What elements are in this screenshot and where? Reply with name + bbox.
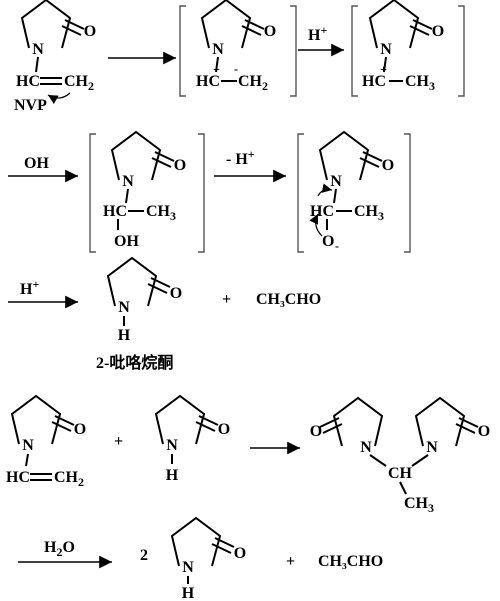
reagent-h-plus-2: H+: [20, 277, 39, 298]
nvp-label: NVP: [14, 97, 47, 114]
svg-text:O: O: [478, 423, 490, 440]
svg-text:+: +: [213, 62, 220, 76]
atom-o: O: [84, 23, 96, 40]
svg-text:O: O: [310, 423, 322, 440]
svg-text:HC: HC: [103, 203, 127, 220]
svg-text:HC: HC: [6, 469, 30, 486]
svg-text:OH: OH: [114, 233, 139, 250]
pyrrolidone-reactant: N O H: [155, 395, 230, 484]
svg-text:CH: CH: [388, 465, 413, 482]
reagent-water: H2O: [44, 539, 75, 559]
svg-text:N: N: [182, 559, 194, 576]
alkoxide-intermediate: N O HC CH3 O -: [309, 131, 394, 253]
svg-text:HC: HC: [196, 73, 220, 90]
svg-text:CH2: CH2: [54, 469, 84, 489]
reagent-oh: OH: [24, 155, 49, 172]
svg-text:N: N: [330, 173, 342, 190]
plus-sign-2: +: [114, 433, 123, 450]
svg-text:N: N: [122, 173, 134, 190]
svg-text:CH3: CH3: [404, 495, 434, 515]
svg-text:H: H: [118, 327, 131, 344]
svg-text:HC: HC: [362, 73, 386, 90]
svg-text:N: N: [166, 437, 178, 454]
atom-ch2: CH2: [64, 73, 94, 93]
svg-text:O: O: [74, 421, 86, 438]
svg-text:H: H: [182, 585, 195, 601]
reagent-h-plus: H+: [308, 23, 327, 44]
svg-text:-: -: [335, 239, 339, 253]
svg-text:CH3: CH3: [354, 203, 384, 223]
svg-text:N: N: [380, 41, 392, 58]
plus-sign: +: [222, 291, 231, 308]
svg-text:CH2: CH2: [238, 73, 268, 93]
plus-sign-3: +: [286, 553, 295, 570]
svg-text:N: N: [426, 439, 438, 456]
svg-text:N: N: [118, 299, 130, 316]
nvp-molecule: N O HC CH2 NVP: [14, 0, 96, 114]
pyrrolidone-final: N O H: [171, 517, 246, 601]
svg-text:H: H: [166, 467, 179, 484]
atom-hc: HC: [16, 73, 40, 90]
svg-text:O: O: [174, 157, 186, 174]
svg-text:-: -: [234, 62, 238, 76]
bis-pyrrolidone-product: N O N O CH CH3: [310, 397, 490, 515]
acetaldehyde-label-2: CH₃CHO: [318, 553, 383, 570]
acetaldehyde-label: CH₃CHO: [256, 291, 321, 308]
svg-text:N: N: [212, 41, 224, 58]
svg-text:N: N: [22, 437, 34, 454]
pyrrolidone-product: N O H: [107, 257, 182, 344]
coefficient-label: 2: [140, 547, 148, 564]
zwitterion-intermediate: N O HC + - CH2: [196, 0, 276, 93]
atom-n: N: [32, 41, 44, 58]
svg-text:CH3: CH3: [405, 73, 435, 93]
svg-text:O: O: [170, 285, 182, 302]
svg-text:+: +: [380, 62, 387, 76]
svg-text:CH3: CH3: [146, 203, 176, 223]
svg-text:O: O: [264, 23, 276, 40]
carbocation-intermediate: N O HC + CH3: [362, 0, 444, 93]
svg-text:O: O: [322, 233, 334, 250]
svg-text:O: O: [234, 545, 246, 562]
nvp-reactant: N O HC CH2: [6, 395, 86, 489]
svg-text:O: O: [382, 157, 394, 174]
hemiaminal-intermediate: N O HC CH3 OH: [103, 131, 186, 250]
reagent-minus-h-plus: - H+: [226, 147, 255, 168]
svg-text:O: O: [218, 421, 230, 438]
product-name-label: 2-吡咯烷酮: [96, 353, 173, 372]
svg-text:HC: HC: [310, 203, 334, 220]
svg-text:O: O: [432, 23, 444, 40]
svg-text:N: N: [360, 439, 372, 456]
